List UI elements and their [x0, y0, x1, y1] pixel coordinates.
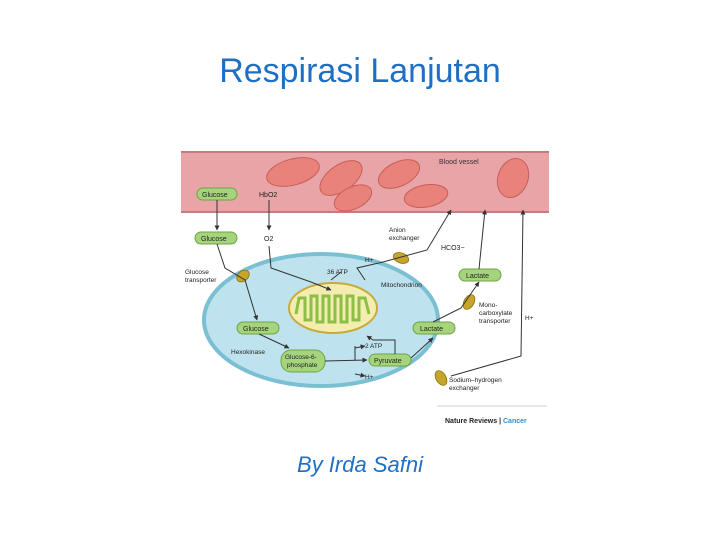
atp-36-label: 36 ATP [327, 269, 348, 276]
glucose-transporter-label-line2: transporter [185, 277, 217, 284]
h-plus-bottom-label: H+ [365, 374, 374, 381]
lactate-out-label: Lactate [466, 273, 489, 280]
membrane-transporters [236, 252, 476, 386]
glucose-transporter-label-line1: Glucose [185, 269, 209, 276]
lactate-out-box [458, 268, 502, 282]
o2-label: O2 [264, 236, 273, 243]
glucose-cell-box [236, 321, 280, 335]
credit-source: Nature Reviews [445, 418, 497, 425]
mitochondrion [288, 282, 378, 334]
pyruvate-label: Pyruvate [374, 358, 402, 365]
h-plus-right-label: H+ [525, 315, 534, 322]
hbo2-label: HbO2 [259, 192, 277, 199]
red-blood-cells [266, 157, 530, 212]
g6p-label-line2: phosphate [287, 362, 318, 369]
nhe-label-line2: exchanger [449, 385, 480, 392]
figure-credit: Nature Reviews | Cancer [445, 418, 527, 425]
anion-exchanger-label-line1: Anion [389, 227, 406, 234]
pyruvate-box [368, 353, 412, 367]
mitochondrion-label: Mitochondrion [381, 282, 422, 289]
credit-journal: Cancer [503, 418, 527, 425]
atp-2-label: 2 ATP [365, 343, 382, 350]
slide-title: Respirasi Lanjutan [219, 52, 501, 90]
glucose-interstitial-box [194, 231, 238, 245]
mct-label-line1: Mono- [479, 302, 497, 309]
lactate-in-label: Lactate [420, 326, 443, 333]
cancer-metabolism-diagram: Blood vessel Glucose HbO2 Glucose O2 Glu… [181, 150, 551, 430]
credit-separator: | [497, 418, 503, 425]
g6p-label-line1: Glucose-6- [285, 354, 317, 361]
blood-vessel-label: Blood vessel [439, 159, 479, 166]
hexokinase-label: Hexokinase [231, 349, 265, 356]
mct-label-line3: transporter [479, 318, 511, 325]
author-line: By Irda Safni [297, 452, 423, 477]
glucose-blood-label: Glucose [202, 192, 228, 199]
pathway-arrows [214, 200, 526, 378]
hco3-label: HCO3− [441, 245, 465, 252]
glucose-cell-label: Glucose [243, 326, 269, 333]
nhe-label-line1: Sodium–hydrogen [449, 377, 502, 384]
h-plus-top-label: H+ [365, 257, 374, 264]
mct-label-line2: carboxylate [479, 310, 513, 317]
glucose-interstitial-label: Glucose [201, 236, 227, 243]
anion-exchanger-label-line2: exchanger [389, 235, 420, 242]
